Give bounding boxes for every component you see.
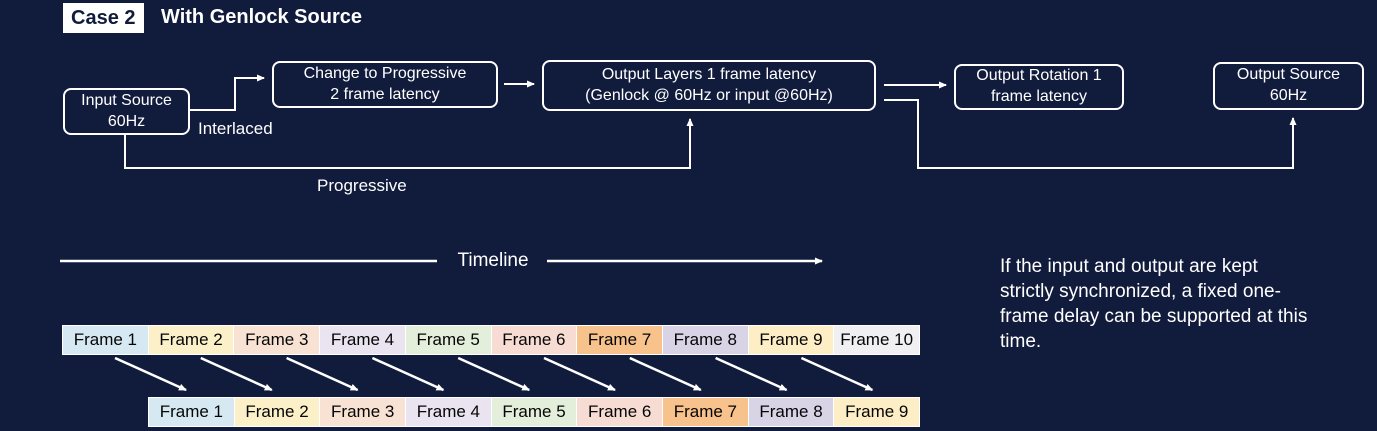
page-title: With Genlock Source bbox=[161, 6, 362, 28]
frame-cell: Frame 6 bbox=[490, 325, 578, 355]
frame-cell: Frame 8 bbox=[661, 325, 749, 355]
frame-row-output: Frame 1 Frame 2 Frame 3 Frame 4 Frame 5 … bbox=[148, 397, 921, 427]
frame-cell: Frame 4 bbox=[319, 325, 406, 355]
frame-cell: Frame 5 bbox=[490, 397, 578, 427]
edge-label-progressive: Progressive bbox=[317, 176, 407, 195]
frame-cell: Frame 10 bbox=[833, 325, 921, 355]
frame-cell: Frame 9 bbox=[747, 325, 835, 355]
frame-cell: Frame 6 bbox=[576, 397, 664, 427]
flow-box-input-source: Input Source 60Hz bbox=[63, 88, 190, 135]
frame-cell: Frame 3 bbox=[319, 397, 407, 427]
frame-cell: Frame 1 bbox=[62, 325, 149, 355]
frame-cell: Frame 9 bbox=[833, 397, 921, 427]
frame-cell: Frame 4 bbox=[405, 397, 492, 427]
flow-box-output-source: Output Source 60Hz bbox=[1213, 62, 1364, 110]
frame-cell: Frame 7 bbox=[662, 397, 749, 427]
frame-row-input: Frame 1 Frame 2 Frame 3 Frame 4 Frame 5 … bbox=[62, 325, 921, 355]
frame-cell: Frame 1 bbox=[148, 397, 235, 427]
note-text: If the input and output are kept strictl… bbox=[1000, 256, 1308, 353]
flow-box-change-to-progressive: Change to Progressive 2 frame latency bbox=[272, 61, 498, 108]
case-label: Case 2 bbox=[63, 3, 144, 33]
frame-cell: Frame 3 bbox=[233, 325, 321, 355]
timeline-label: Timeline bbox=[457, 250, 529, 271]
frame-cell: Frame 7 bbox=[576, 325, 663, 355]
frame-cell: Frame 8 bbox=[747, 397, 835, 427]
flow-box-output-layers: Output Layers 1 frame latency (Genlock @… bbox=[542, 60, 876, 111]
frame-cell: Frame 2 bbox=[147, 325, 235, 355]
frame-cell: Frame 5 bbox=[404, 325, 492, 355]
edge-label-interlaced: Interlaced bbox=[198, 119, 273, 138]
flow-box-output-rotation: Output Rotation 1 frame latency bbox=[954, 64, 1124, 110]
frame-cell: Frame 2 bbox=[233, 397, 321, 427]
